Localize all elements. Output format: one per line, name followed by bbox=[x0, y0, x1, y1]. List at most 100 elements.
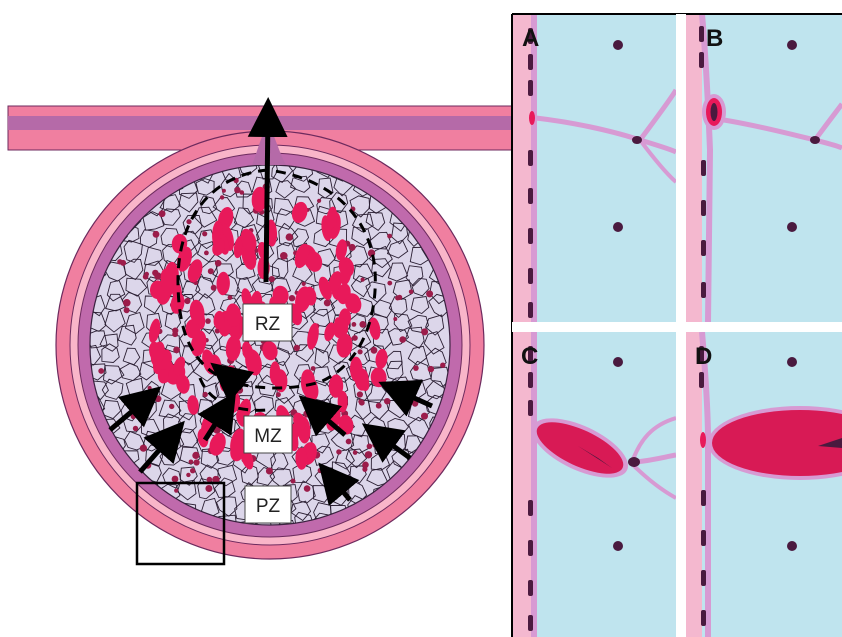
panel-d bbox=[686, 332, 842, 637]
cell-outline bbox=[82, 176, 104, 197]
cell-outline bbox=[424, 157, 446, 176]
cell-outline bbox=[81, 191, 101, 212]
small-nucleus bbox=[302, 282, 306, 286]
small-nucleus bbox=[358, 349, 363, 354]
small-nucleus bbox=[203, 392, 208, 397]
secretion-arrow bbox=[266, 112, 268, 282]
panel-c-letter: C bbox=[521, 343, 538, 370]
panel-b-letter: B bbox=[706, 25, 723, 52]
small-nucleus bbox=[395, 296, 400, 301]
small-nucleus bbox=[352, 322, 357, 327]
sebocyte bbox=[270, 361, 281, 385]
small-nucleus bbox=[361, 278, 365, 282]
rz-label: RZ bbox=[255, 314, 281, 335]
small-nucleus bbox=[144, 272, 149, 277]
small-nucleus bbox=[186, 219, 191, 224]
sebaceous-gland: RZ MZ PZ bbox=[8, 106, 518, 564]
small-nucleus bbox=[428, 366, 434, 372]
small-nucleus bbox=[318, 468, 323, 473]
small-nucleus bbox=[202, 231, 207, 236]
cell-outline bbox=[410, 159, 429, 177]
panel-c bbox=[512, 332, 676, 637]
pz-label: PZ bbox=[256, 496, 281, 517]
small-nucleus bbox=[98, 368, 104, 374]
small-nucleus bbox=[324, 299, 331, 306]
small-nucleus bbox=[359, 400, 365, 406]
small-nucleus bbox=[186, 473, 190, 477]
cell-outline bbox=[427, 512, 445, 531]
small-nucleus bbox=[266, 468, 273, 475]
small-nucleus bbox=[154, 272, 161, 279]
small-nucleus bbox=[367, 444, 373, 450]
cell-outline bbox=[85, 498, 103, 518]
small-nucleus bbox=[123, 299, 131, 307]
small-nucleus bbox=[207, 477, 213, 483]
panel-b bbox=[686, 14, 842, 322]
small-nucleus bbox=[365, 451, 372, 458]
rz-label-box: RZ bbox=[243, 304, 292, 341]
small-nucleus bbox=[351, 336, 355, 340]
small-nucleus bbox=[194, 459, 200, 465]
mz-label-box: MZ bbox=[244, 416, 292, 453]
small-nucleus bbox=[133, 426, 138, 431]
small-nucleus bbox=[276, 392, 281, 397]
small-nucleus bbox=[208, 268, 214, 274]
small-nucleus bbox=[139, 392, 144, 397]
small-nucleus bbox=[140, 445, 147, 452]
small-nucleus bbox=[384, 398, 390, 404]
cell-outline bbox=[406, 518, 423, 537]
small-nucleus bbox=[440, 363, 445, 368]
small-nucleus bbox=[303, 410, 310, 417]
small-nucleus bbox=[399, 336, 406, 343]
small-nucleus bbox=[372, 442, 378, 448]
small-nucleus bbox=[421, 328, 428, 335]
small-nucleus bbox=[289, 295, 295, 301]
cell-outline bbox=[79, 163, 101, 181]
panel-d-letter: D bbox=[695, 343, 712, 370]
small-nucleus bbox=[304, 485, 311, 492]
small-nucleus bbox=[280, 252, 288, 260]
small-nucleus bbox=[172, 476, 179, 483]
small-nucleus bbox=[371, 347, 378, 354]
small-nucleus bbox=[387, 234, 392, 239]
pz-label-box: PZ bbox=[245, 486, 291, 523]
small-nucleus bbox=[205, 485, 212, 492]
small-nucleus bbox=[376, 403, 382, 409]
small-nucleus bbox=[124, 307, 130, 313]
small-nucleus bbox=[362, 467, 367, 472]
small-nucleus bbox=[291, 479, 296, 484]
small-nucleus bbox=[409, 290, 414, 295]
small-nucleus bbox=[393, 317, 397, 321]
small-nucleus bbox=[413, 365, 419, 371]
small-nucleus bbox=[359, 321, 366, 328]
small-nucleus bbox=[404, 380, 411, 387]
small-nucleus bbox=[184, 298, 190, 304]
cell-outline bbox=[410, 505, 430, 521]
cell-outline bbox=[101, 502, 121, 521]
mz-label: MZ bbox=[254, 426, 282, 447]
small-nucleus bbox=[172, 331, 178, 337]
cell-outline bbox=[101, 157, 119, 177]
small-nucleus bbox=[421, 413, 428, 420]
small-nucleus bbox=[357, 391, 363, 397]
cell-outline bbox=[82, 517, 100, 537]
small-nucleus bbox=[387, 281, 392, 286]
small-nucleus bbox=[192, 452, 199, 459]
small-nucleus bbox=[336, 449, 341, 454]
small-nucleus bbox=[311, 366, 316, 371]
small-nucleus bbox=[120, 260, 126, 266]
panel-a-letter: A bbox=[522, 25, 539, 52]
small-nucleus bbox=[159, 210, 166, 217]
small-nucleus bbox=[174, 489, 178, 493]
small-nucleus bbox=[148, 386, 152, 390]
cell-outline bbox=[424, 175, 442, 194]
small-nucleus bbox=[166, 450, 172, 456]
cell-outline bbox=[101, 513, 119, 531]
small-nucleus bbox=[204, 251, 209, 256]
small-nucleus bbox=[294, 345, 300, 351]
small-nucleus bbox=[329, 488, 334, 493]
small-nucleus bbox=[426, 290, 433, 297]
small-nucleus bbox=[353, 450, 358, 455]
cell-outline bbox=[121, 515, 143, 534]
